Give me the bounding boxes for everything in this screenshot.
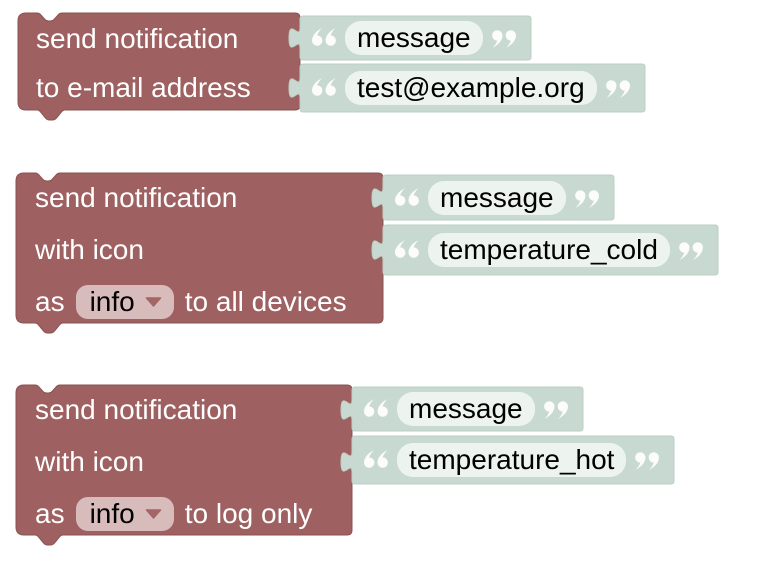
dropdown-value: info xyxy=(89,286,135,317)
open-quote-icon xyxy=(312,28,336,46)
severity-dropdown[interactable]: info xyxy=(75,285,174,319)
severity-dropdown[interactable]: info xyxy=(75,497,174,531)
block-label: as xyxy=(35,498,65,529)
close-quote-icon xyxy=(543,401,568,419)
text-field[interactable]: temperature_cold xyxy=(428,233,670,267)
open-quote-icon xyxy=(395,187,419,206)
block-label: with icon xyxy=(35,446,144,477)
text-field[interactable]: message xyxy=(397,392,535,426)
string-block-message-2[interactable]: message xyxy=(371,174,615,221)
close-quote-icon xyxy=(574,189,599,208)
text-field[interactable]: message xyxy=(428,180,566,215)
block-row: as info to log only xyxy=(35,496,312,532)
block-row: send notification xyxy=(36,21,238,57)
open-quote-icon xyxy=(395,240,419,258)
block-label: with icon xyxy=(35,234,144,265)
string-block-email[interactable]: test@example.org xyxy=(288,63,646,113)
dropdown-arrow-icon xyxy=(145,297,161,307)
block-label: send notification xyxy=(35,394,238,425)
send-notification-email-block[interactable]: send notification to e-mail address xyxy=(17,12,301,121)
text-field[interactable]: message xyxy=(345,21,483,55)
open-quote-icon xyxy=(312,78,336,96)
close-quote-icon xyxy=(679,242,703,260)
send-notification-log-block[interactable]: send notification with icon as info to l… xyxy=(15,384,353,546)
text-field[interactable]: test@example.org xyxy=(345,71,597,105)
block-row: send notification xyxy=(35,180,237,216)
block-row: to e-mail address xyxy=(36,70,251,106)
send-notification-devices-block[interactable]: send notification with icon as info to a… xyxy=(15,172,384,334)
block-label: as xyxy=(35,286,65,317)
block-label: to log only xyxy=(184,498,313,529)
block-label: send notification xyxy=(36,23,239,54)
open-quote-icon xyxy=(364,399,388,417)
block-row: with icon xyxy=(35,232,144,268)
string-block-icon-cold[interactable]: temperature_cold xyxy=(371,224,719,276)
close-quote-icon xyxy=(605,80,630,98)
string-block-icon-hot[interactable]: temperature_hot xyxy=(340,435,675,485)
block-label: to all devices xyxy=(184,286,347,317)
block-label: to e-mail address xyxy=(36,72,251,103)
string-block-message-3[interactable]: message xyxy=(340,386,584,432)
dropdown-value: info xyxy=(89,498,135,529)
close-quote-icon xyxy=(491,30,516,48)
close-quote-icon xyxy=(635,452,660,470)
block-row: with icon xyxy=(35,444,144,480)
block-label: send notification xyxy=(35,182,238,213)
block-row: send notification xyxy=(35,392,237,428)
block-row: as info to all devices xyxy=(35,284,347,320)
dropdown-arrow-icon xyxy=(145,509,161,519)
open-quote-icon xyxy=(364,450,388,468)
string-block-message-1[interactable]: message xyxy=(288,15,532,61)
text-field[interactable]: temperature_hot xyxy=(397,443,627,477)
